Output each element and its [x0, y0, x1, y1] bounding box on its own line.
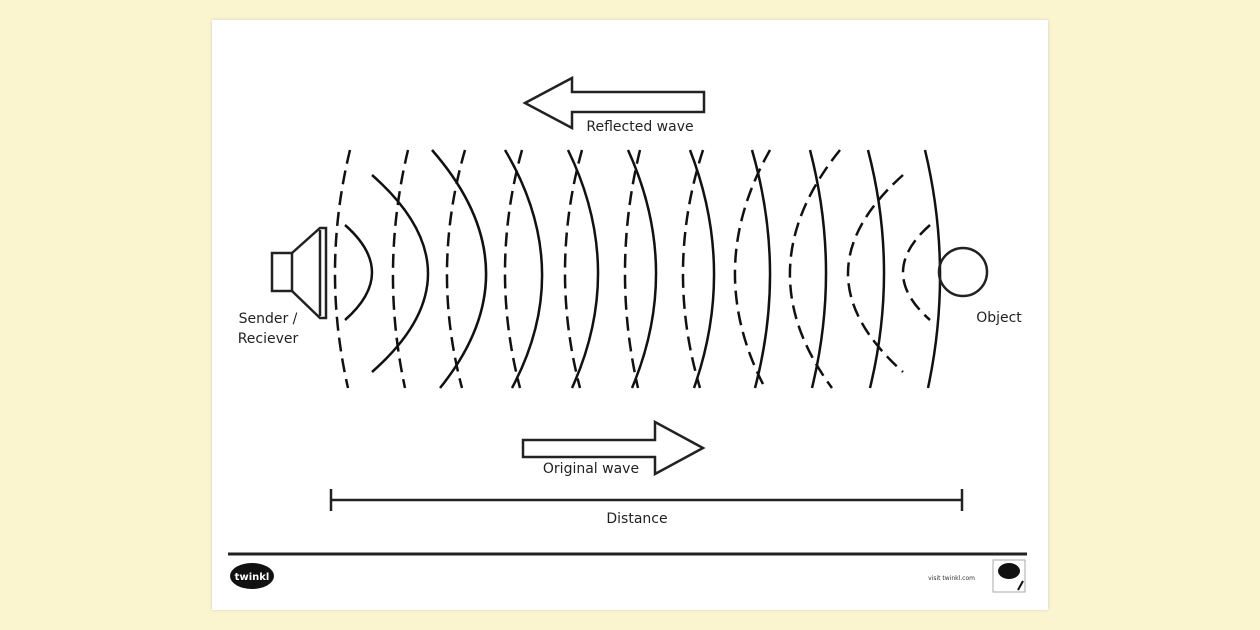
original-wavefront	[808, 149, 828, 389]
distance-label: Distance	[606, 511, 667, 527]
twinkl-badge-icon	[992, 559, 1026, 593]
reflected-wave-arrow	[522, 75, 706, 131]
original-wavefront	[566, 149, 600, 389]
speaker-icon	[270, 226, 328, 320]
original-wave-label: Original wave	[543, 461, 639, 477]
original-wavefront	[750, 149, 772, 389]
original-wavefront	[431, 149, 488, 389]
original-wave-arrow	[521, 419, 706, 477]
reflected-wavefront	[733, 149, 772, 389]
reflected-wavefront	[563, 149, 584, 389]
reflected-wavefront	[846, 174, 904, 373]
object-label: Object	[976, 310, 1022, 326]
original-wavefront	[866, 149, 886, 389]
svg-text:twinkl: twinkl	[235, 572, 270, 583]
footer-url: visit twinkl.com	[928, 575, 975, 582]
sender-label: Sender /	[239, 311, 298, 327]
original-wavefront	[503, 149, 544, 389]
original-wavefront	[626, 149, 658, 389]
reflected-wavefront	[503, 149, 524, 389]
receiver-label: Reciever	[238, 331, 299, 347]
distance-line	[329, 489, 964, 511]
reflected-wavefront	[445, 149, 467, 389]
reflected-wave-label: Reflected wave	[586, 119, 693, 135]
original-wavefront	[688, 149, 716, 389]
reflected-wavefront	[623, 149, 642, 389]
reflected-wavefront	[901, 224, 931, 321]
reflected-wavefront	[681, 149, 705, 389]
twinkl-logo: twinkl	[230, 563, 274, 589]
reflected-wavefront	[391, 149, 410, 389]
reflected-wavefront	[788, 149, 841, 389]
original-wavefront	[344, 224, 374, 321]
reflected-wavefront	[333, 149, 352, 389]
original-wavefront	[371, 174, 430, 373]
object-circle	[937, 246, 989, 298]
original-wavefront	[923, 149, 942, 389]
